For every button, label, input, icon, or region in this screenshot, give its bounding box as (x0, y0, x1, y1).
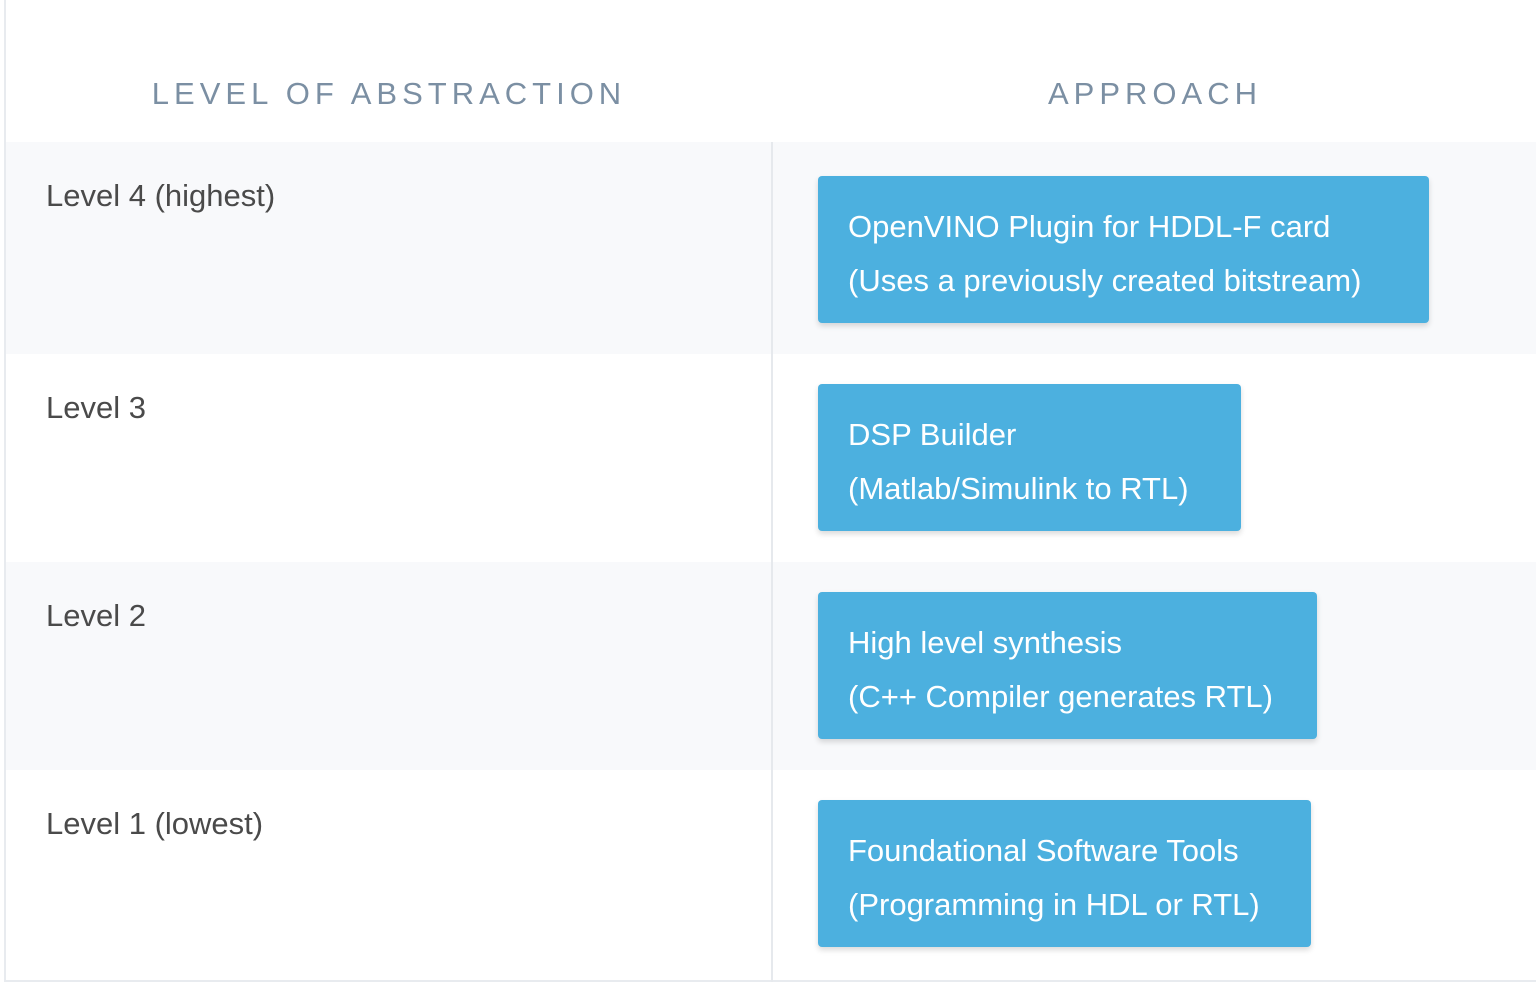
approach-box: High level synthesis (C++ Compiler gener… (818, 592, 1317, 739)
table-row: Level 1 (lowest) Foundational Software T… (6, 770, 1536, 980)
level-label: Level 1 (lowest) (46, 806, 264, 841)
approach-detail: (Programming in HDL or RTL) (848, 887, 1260, 922)
approach-title: High level synthesis (848, 625, 1122, 660)
approach-detail: (C++ Compiler generates RTL) (848, 679, 1273, 714)
column-divider (771, 142, 773, 982)
approach-detail: (Uses a previously created bitstream) (848, 263, 1362, 298)
level-label: Level 2 (46, 598, 146, 633)
approach-detail: (Matlab/Simulink to RTL) (848, 471, 1189, 506)
approach-box: OpenVINO Plugin for HDDL-F card (Uses a … (818, 176, 1429, 323)
approach-title: Foundational Software Tools (848, 833, 1239, 868)
column-header-approach: APPROACH (1048, 76, 1262, 111)
approach-box: Foundational Software Tools (Programming… (818, 800, 1311, 947)
column-header-level: LEVEL OF ABSTRACTION (151, 76, 627, 111)
table-row: Level 3 DSP Builder (Matlab/Simulink to … (6, 354, 1536, 562)
approach-title: OpenVINO Plugin for HDDL-F card (848, 209, 1331, 244)
approach-title: DSP Builder (848, 417, 1017, 452)
table-header: LEVEL OF ABSTRACTION APPROACH (6, 0, 1536, 142)
level-label: Level 4 (highest) (46, 178, 276, 213)
abstraction-table: LEVEL OF ABSTRACTION APPROACH Level 4 (h… (4, 0, 1536, 982)
level-label: Level 3 (46, 390, 146, 425)
approach-box: DSP Builder (Matlab/Simulink to RTL) (818, 384, 1241, 531)
